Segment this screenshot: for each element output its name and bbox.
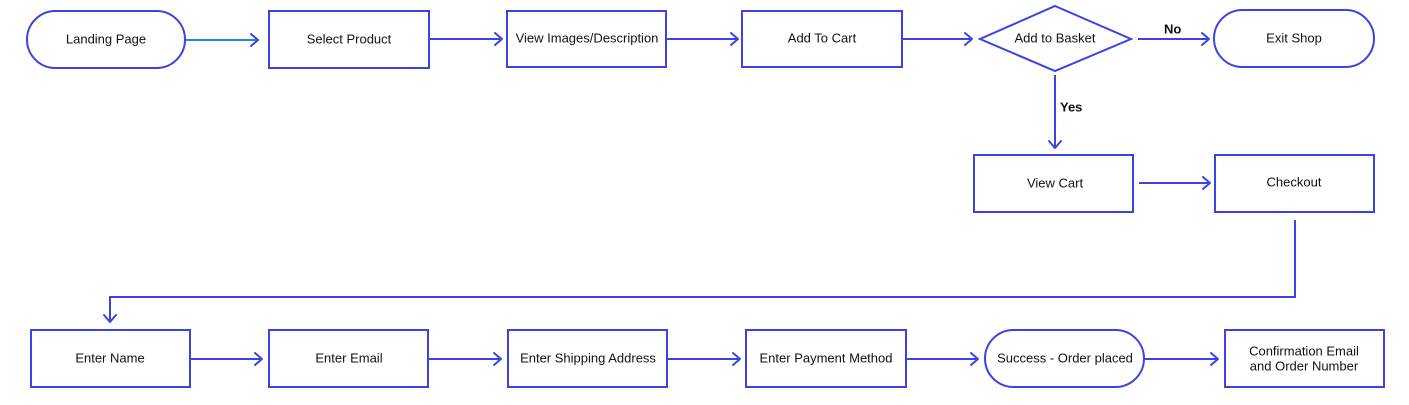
node-view-cart: View Cart xyxy=(973,154,1134,213)
node-confirmation: Confirmation Email and Order Number xyxy=(1224,329,1385,388)
node-landing-page: Landing Page xyxy=(26,10,186,69)
decision-add-to-basket: Add to Basket xyxy=(977,4,1134,73)
node-confirmation-label-line1: Confirmation Email xyxy=(1249,343,1359,358)
edge-label-no: No xyxy=(1164,21,1181,36)
edge-add-to-cart-to-basket xyxy=(903,32,973,46)
node-checkout-label: Checkout xyxy=(1267,174,1322,189)
edge-payment-to-success xyxy=(907,352,979,366)
node-landing-page-label: Landing Page xyxy=(66,31,146,46)
node-view-images-label: View Images/Description xyxy=(516,30,659,45)
edge-success-to-confirmation xyxy=(1145,352,1219,366)
edge-view-images-to-add-to-cart xyxy=(667,32,739,46)
node-enter-shipping-label: Enter Shipping Address xyxy=(520,350,656,365)
edge-shipping-to-payment xyxy=(668,352,741,366)
node-exit-shop: Exit Shop xyxy=(1213,9,1375,68)
node-view-images: View Images/Description xyxy=(506,10,667,68)
node-confirmation-label-line2: and Order Number xyxy=(1250,358,1359,373)
node-exit-shop-label: Exit Shop xyxy=(1266,30,1322,45)
edge-landing-to-select xyxy=(186,33,259,47)
node-success: Success - Order placed xyxy=(984,329,1145,388)
node-select-product-label: Select Product xyxy=(307,31,392,46)
node-add-to-cart: Add To Cart xyxy=(741,10,903,68)
node-enter-payment-label: Enter Payment Method xyxy=(760,350,893,365)
node-enter-payment: Enter Payment Method xyxy=(745,329,907,388)
edge-email-to-shipping xyxy=(429,352,502,366)
node-view-cart-label: View Cart xyxy=(1027,175,1084,190)
edge-label-yes: Yes xyxy=(1060,99,1082,114)
edge-checkout-to-enter-name xyxy=(103,220,1296,323)
node-add-to-cart-label: Add To Cart xyxy=(788,30,857,45)
edge-basket-yes-to-view-cart: Yes xyxy=(1048,75,1082,149)
node-enter-email-label: Enter Email xyxy=(315,350,382,365)
node-enter-name: Enter Name xyxy=(30,329,191,388)
node-success-label: Success - Order placed xyxy=(997,350,1133,365)
node-checkout: Checkout xyxy=(1214,154,1375,213)
decision-add-to-basket-label: Add to Basket xyxy=(1015,30,1096,45)
edge-select-to-view-images xyxy=(430,32,503,46)
node-enter-name-label: Enter Name xyxy=(75,350,144,365)
edge-name-to-email xyxy=(191,352,263,366)
edge-view-cart-to-checkout xyxy=(1139,176,1211,190)
node-select-product: Select Product xyxy=(268,10,430,69)
edge-basket-no-to-exit: No xyxy=(1138,21,1210,46)
node-enter-shipping: Enter Shipping Address xyxy=(507,329,668,388)
node-enter-email: Enter Email xyxy=(268,329,429,388)
